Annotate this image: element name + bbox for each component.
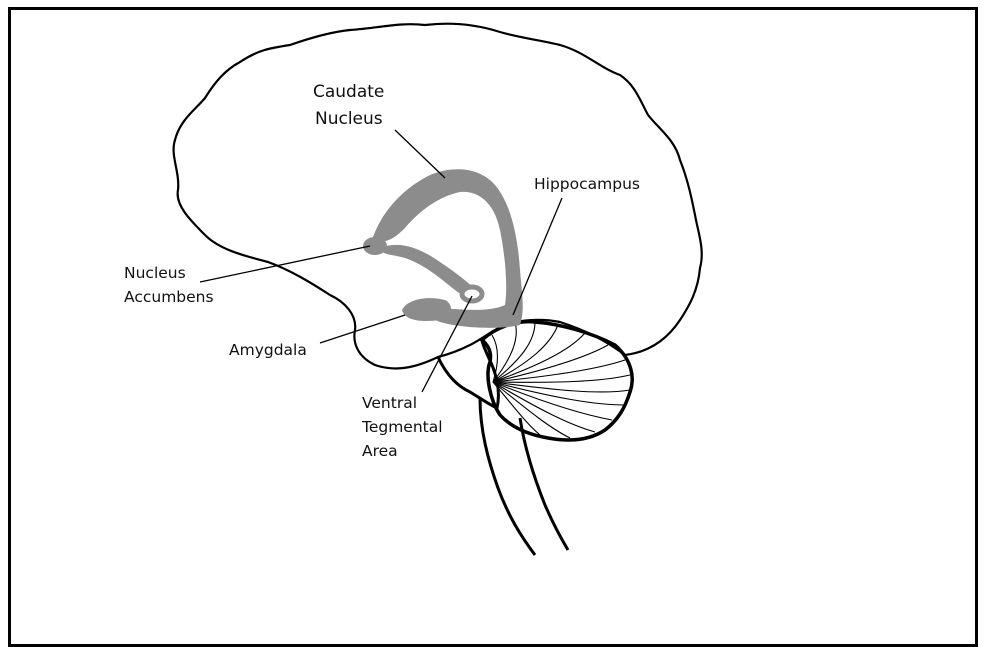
label-caudate-line1: Caudate — [313, 82, 384, 102]
leader-hippocampus — [513, 198, 562, 315]
vta-shape — [462, 287, 482, 301]
label-caudate-line2: Nucleus — [315, 109, 383, 129]
label-vta-line1: Ventral — [362, 394, 417, 412]
label-accumbens-line2: Accumbens — [124, 288, 214, 306]
leader-amygdala — [320, 315, 405, 343]
label-accumbens-line1: Nucleus — [124, 264, 186, 282]
amygdala-shape — [402, 298, 451, 321]
label-vta-line2: Tegmental — [361, 418, 443, 436]
label-amygdala: Amygdala — [229, 341, 307, 359]
label-hippocampus: Hippocampus — [534, 175, 640, 193]
cerebellum-folia — [492, 322, 630, 438]
leader-accumbens — [200, 246, 370, 282]
leader-caudate — [395, 130, 445, 178]
label-vta-line3: Area — [362, 442, 398, 460]
